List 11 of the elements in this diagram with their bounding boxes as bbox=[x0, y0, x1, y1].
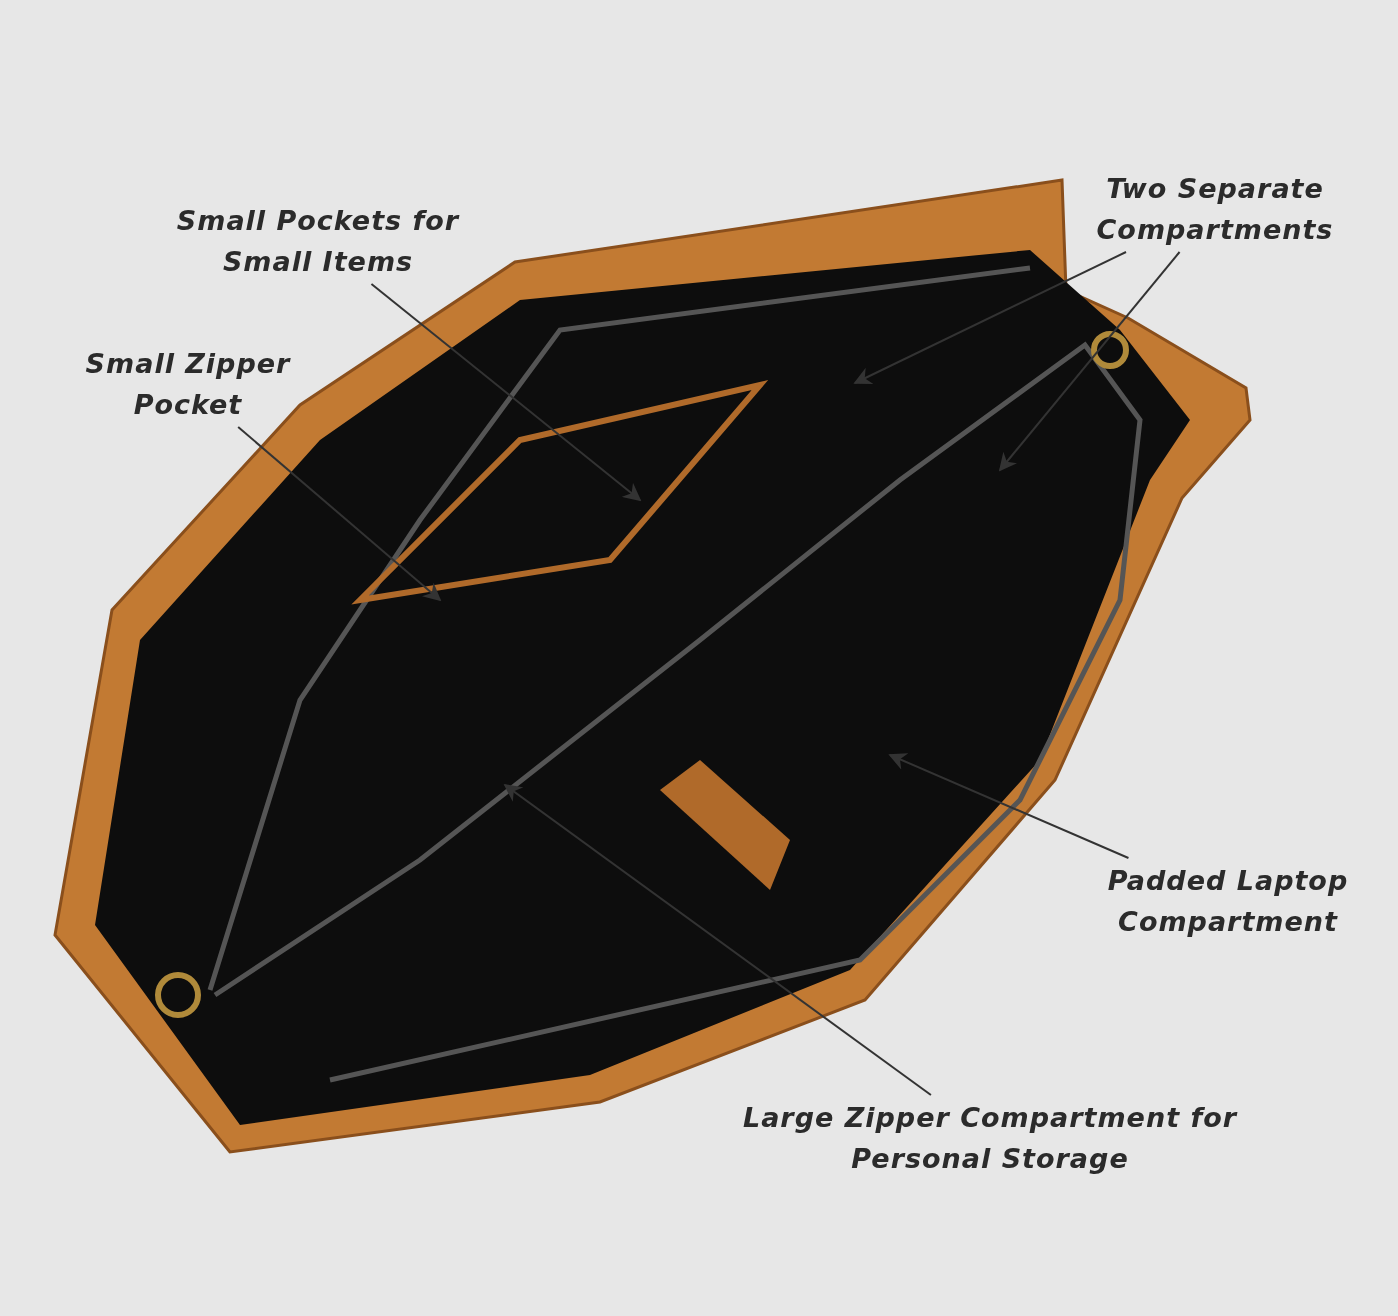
leader-line bbox=[370, 283, 642, 502]
leader-line bbox=[998, 251, 1181, 472]
callout-label: Two Separate Compartments bbox=[1095, 172, 1335, 247]
leader-line bbox=[888, 753, 1130, 859]
callout-label: Large Zipper Compartment for Personal Storage bbox=[741, 1101, 1239, 1176]
leader-line bbox=[853, 251, 1128, 385]
callout-label: Small Pockets for Small Items bbox=[175, 204, 461, 279]
callout-label: Small Zipper Pocket bbox=[84, 347, 292, 422]
leader-line bbox=[503, 783, 932, 1096]
leader-line bbox=[237, 426, 442, 602]
callout-label: Padded Laptop Compartment bbox=[1106, 864, 1350, 939]
